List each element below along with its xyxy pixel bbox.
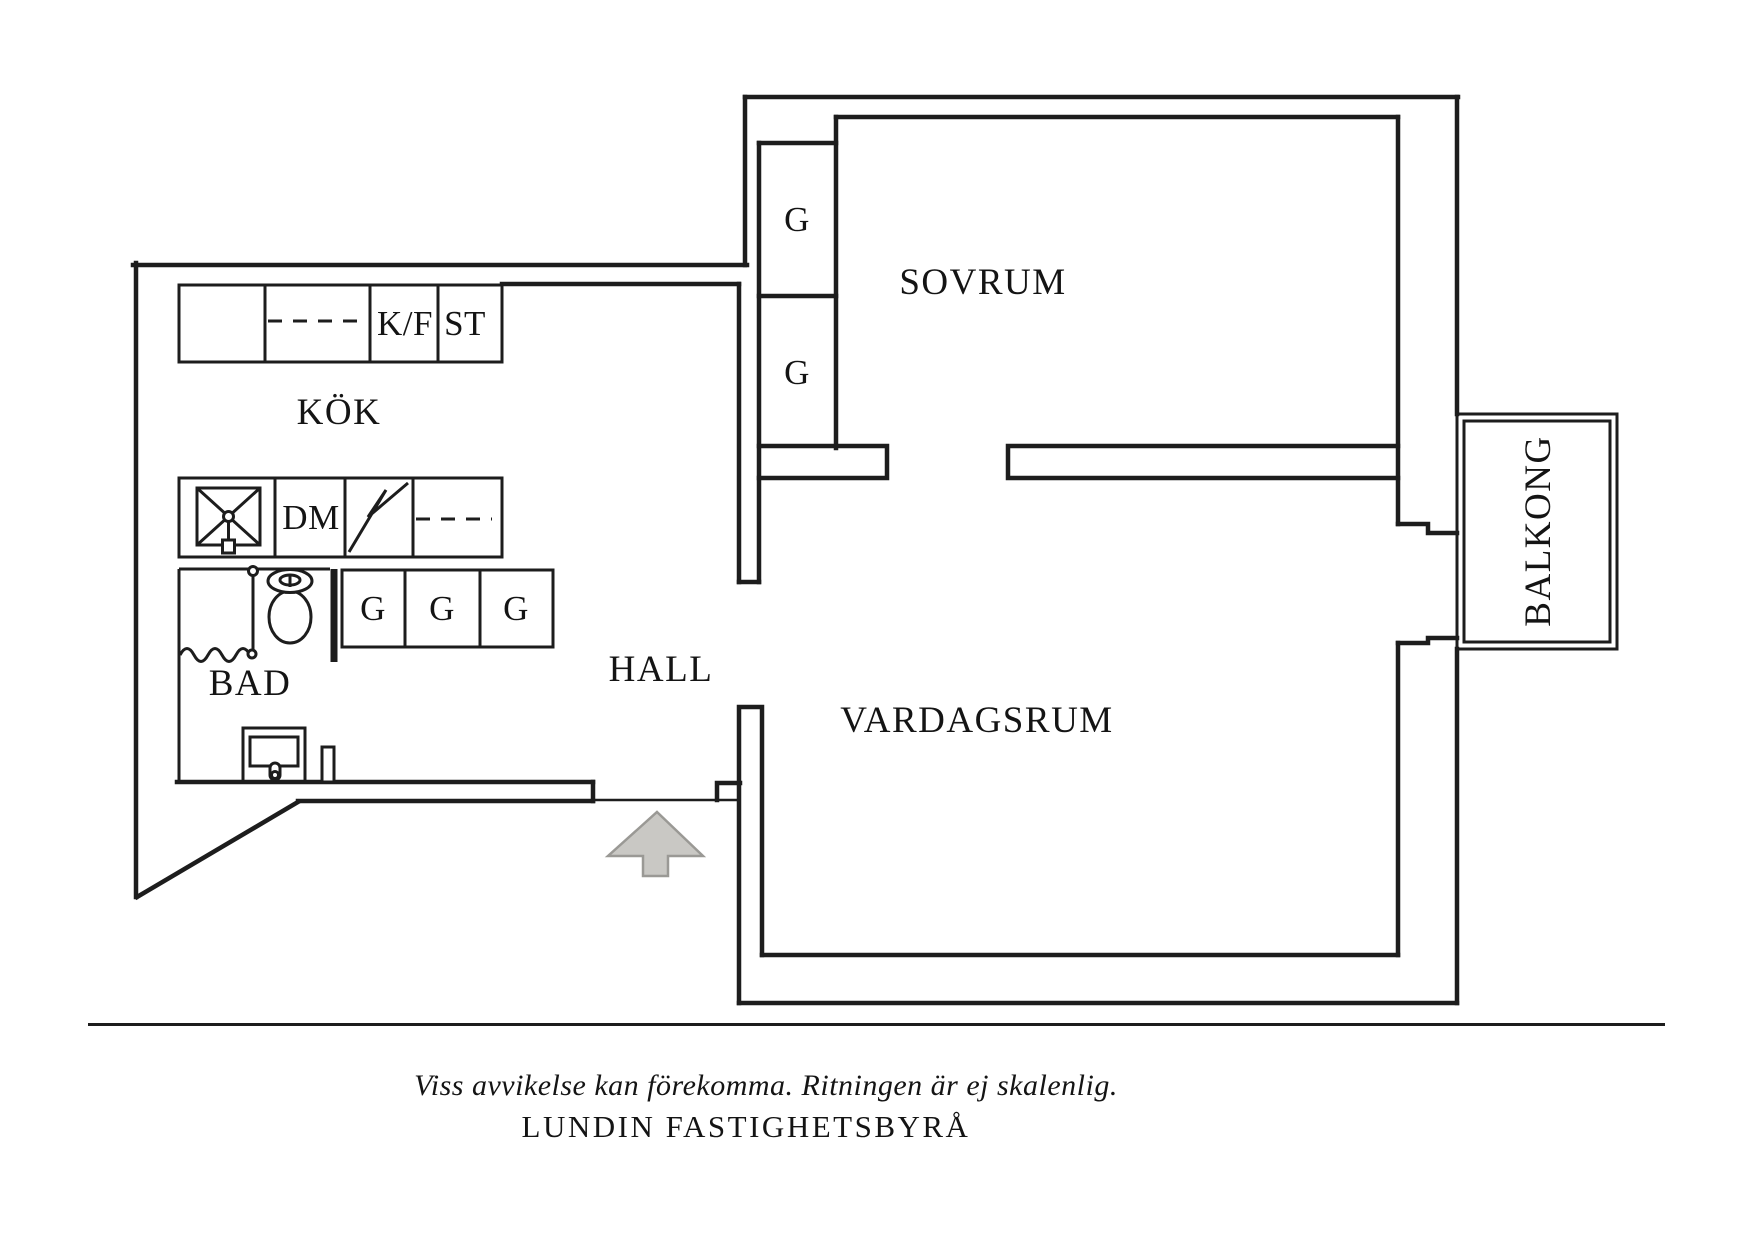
hall-wardrobes — [340, 568, 555, 649]
wardrobe-label-hall-3: G — [503, 589, 529, 628]
stove-icon — [347, 481, 409, 553]
toilet-icon — [266, 568, 314, 645]
washbasin-icon — [241, 726, 307, 784]
bedroom-label: SOVRUM — [899, 262, 1066, 303]
bathroom-label: BAD — [209, 663, 292, 704]
wardrobe-label-hall-2: G — [429, 589, 455, 628]
dishwasher-label: DM — [282, 498, 339, 537]
walls — [130, 94, 1461, 1006]
company-name: LUNDIN FASTIGHETSBYRÅ — [522, 1109, 971, 1144]
tall-cabinet-label: ST — [444, 304, 486, 343]
wardrobe-label-bedroom-1: G — [784, 200, 810, 239]
entrance-arrow-icon — [604, 810, 707, 878]
wardrobe-label-hall-1: G — [360, 589, 386, 628]
bathroom-door-stub — [320, 745, 336, 784]
kitchen-lower-counter — [177, 476, 504, 559]
kitchen-upper-counter — [177, 283, 504, 364]
balcony-inner-rail — [1462, 419, 1612, 644]
footer-divider — [88, 1023, 1665, 1026]
disclaimer-text: Viss avvikelse kan förekomma. Ritningen … — [414, 1069, 1118, 1102]
kitchen-counters — [177, 283, 504, 559]
kitchen-sink-icon — [195, 486, 262, 555]
balcony — [1455, 412, 1619, 651]
fridge-freezer-label: K/F — [377, 304, 433, 343]
bathroom — [177, 565, 338, 784]
hall-label: HALL — [609, 649, 714, 690]
wardrobe-label-bedroom-2: G — [784, 353, 810, 392]
kitchen-label: KÖK — [297, 392, 382, 433]
shower-icon — [178, 565, 259, 663]
balcony-outer-rail — [1455, 412, 1619, 651]
living-room-label: VARDAGSRUM — [840, 700, 1113, 741]
balcony-label: BALKONG — [1518, 435, 1559, 626]
